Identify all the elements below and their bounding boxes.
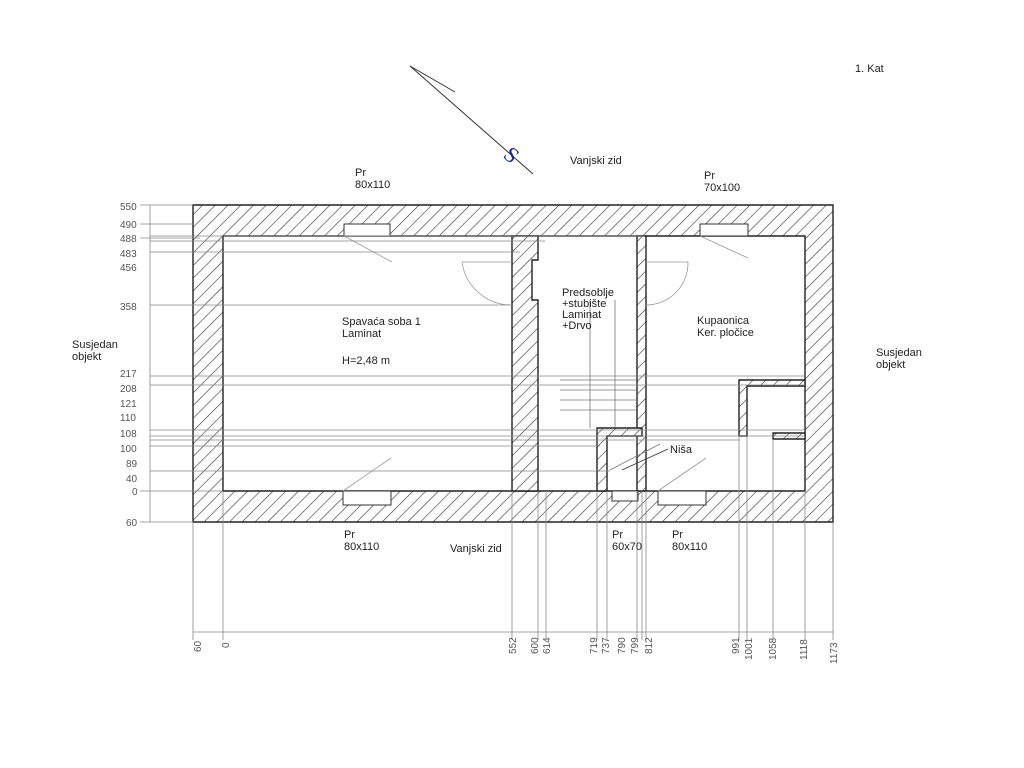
horizontal-dimension-chain: 60 0 552 600 614 719 737 790 799 812 991… [192, 436, 840, 664]
dim-v-550: 550 [120, 202, 137, 213]
neighbor-left-line1: Susjedan [72, 339, 118, 351]
bathroom-floor: Ker. pločice [697, 327, 754, 339]
dim-h-799: 799 [630, 637, 641, 654]
dim-h-812: 812 [644, 637, 655, 654]
window-label-size-1: 80x110 [355, 179, 390, 191]
dim-v-0: 0 [132, 487, 138, 498]
dim-v-108: 108 [120, 429, 137, 440]
dim-v-217: 217 [120, 369, 137, 380]
stairs [560, 300, 661, 471]
window-label-size-5: 80x110 [672, 541, 707, 553]
dim-h-614: 614 [542, 637, 553, 654]
dim-v-121: 121 [120, 399, 137, 410]
dim-v-358: 358 [120, 302, 137, 313]
window-openings [342, 223, 749, 506]
window-label-type-4: Pr [612, 529, 623, 541]
dim-h-600: 600 [530, 637, 541, 654]
neighbor-right-line1: Susjedan [876, 347, 922, 359]
floor-label: 1. Kat [855, 63, 884, 75]
window-label-type-3: Pr [344, 529, 355, 541]
dim-h-1118: 1118 [799, 639, 810, 660]
hall-line-2: +stubište [562, 298, 606, 310]
dim-h-991: 991 [731, 637, 742, 654]
dim-h-60: 60 [193, 640, 204, 652]
window-label-size-4: 60x70 [612, 541, 642, 553]
hall-line-1: Predsoblje [562, 287, 614, 299]
niche-label: Niša [670, 444, 693, 456]
dim-v-60: 60 [126, 518, 138, 529]
external-wall-label-bottom: Vanjski zid [450, 543, 502, 555]
neighbor-right-line2: objekt [876, 359, 905, 371]
dim-h-737: 737 [601, 637, 612, 654]
dim-h-0: 0 [221, 642, 232, 648]
dim-h-1058: 1058 [768, 637, 779, 660]
bedroom-name: Spavaća soba 1 [342, 316, 421, 328]
dim-v-89: 89 [126, 459, 138, 470]
door-swings [461, 261, 689, 306]
bedroom-floor: Laminat [342, 328, 381, 340]
dim-h-1001: 1001 [744, 637, 755, 660]
hall-line-3: Laminat [562, 309, 601, 321]
window-label-type-1: Pr [355, 167, 366, 179]
external-wall-label-top: Vanjski zid [570, 155, 622, 167]
window-label-type-5: Pr [672, 529, 683, 541]
bedroom-height: H=2,48 m [342, 355, 390, 367]
window-label-size-3: 80x110 [344, 541, 379, 553]
neighbor-left-line2: objekt [72, 351, 101, 363]
dim-v-456: 456 [120, 263, 137, 274]
dim-h-719: 719 [589, 637, 600, 654]
bathroom-name: Kupaonica [697, 315, 750, 327]
dim-v-40: 40 [126, 474, 138, 485]
dim-v-490: 490 [120, 220, 137, 231]
dim-h-1173: 1173 [829, 642, 840, 664]
compass-letter: S [499, 141, 524, 168]
dim-v-110: 110 [120, 413, 136, 424]
level-lines [150, 235, 805, 472]
window-label-size-2: 70x100 [704, 182, 740, 194]
hall-line-4: +Drvo [562, 320, 592, 332]
dim-h-552: 552 [508, 637, 519, 654]
dim-v-488: 488 [120, 234, 137, 245]
interior-walls [511, 235, 806, 492]
north-arrow-icon: S [409, 65, 534, 175]
dim-h-790: 790 [617, 637, 628, 654]
niche-leader-line [621, 448, 669, 471]
dim-v-100: 100 [120, 444, 137, 455]
dim-v-483: 483 [120, 249, 137, 260]
window-label-type-2: Pr [704, 170, 715, 182]
vertical-dimension-chain: 550 490 488 483 456 358 217 208 121 110 … [120, 202, 223, 529]
dim-v-208: 208 [120, 384, 137, 395]
